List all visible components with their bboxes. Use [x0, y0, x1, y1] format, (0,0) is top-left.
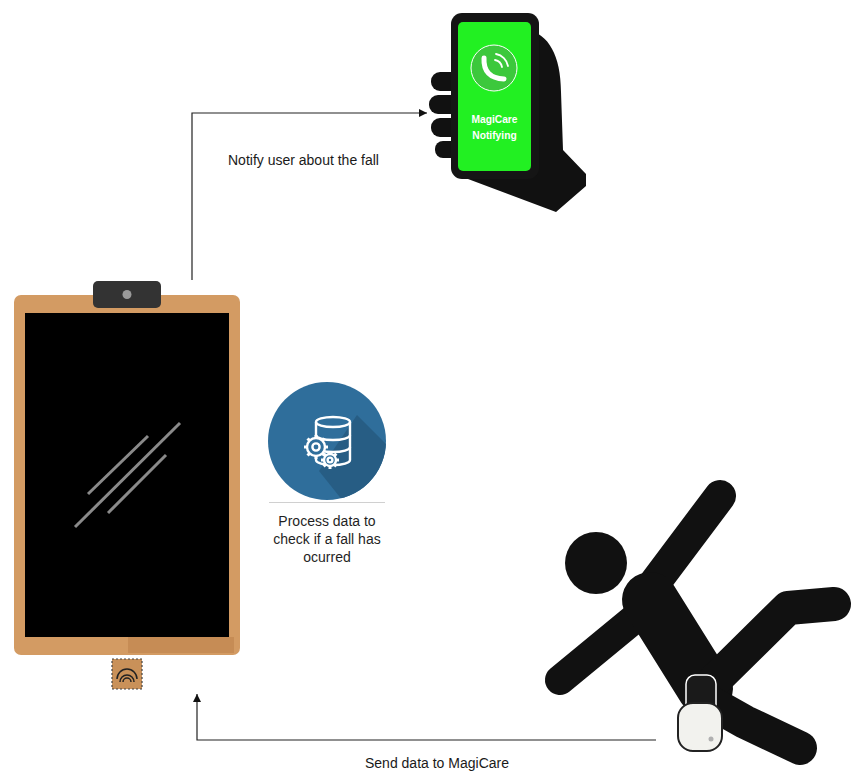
- divider-line: [269, 502, 385, 503]
- leg: [715, 604, 834, 680]
- flow-label: Send data to MagiCare: [365, 754, 509, 771]
- process-circle-shape: [255, 382, 399, 504]
- tablet-screen: [25, 313, 229, 637]
- phone-screen: [458, 22, 531, 171]
- sensor-led: [709, 737, 714, 742]
- phone: [451, 13, 539, 179]
- fingerprint-sensor: [112, 659, 142, 689]
- fingerprint-icon: [117, 669, 137, 682]
- flow-arrow: [197, 694, 656, 740]
- camera-lens: [123, 290, 132, 299]
- tablet-frame: [14, 295, 240, 655]
- signal-wave: [495, 60, 502, 67]
- phone-body: [451, 13, 539, 179]
- flow-label: Notify user about the fall: [228, 151, 379, 169]
- db-top: [316, 417, 350, 427]
- screen-glare: [75, 423, 180, 527]
- handset: [484, 58, 504, 79]
- gear-rim: [324, 454, 336, 466]
- gear-hub: [312, 443, 319, 450]
- camera: [93, 281, 161, 308]
- sensor-body: [678, 703, 722, 751]
- gear: [321, 451, 339, 469]
- call-icon: [471, 45, 517, 91]
- node-text: MagiCare Notifying: [458, 112, 531, 144]
- phone-screen-node: MagiCare Notifying: [458, 22, 531, 171]
- process-circle: Process data to check if a fall has ocur…: [255, 382, 399, 566]
- gear: [304, 435, 328, 459]
- database-gear-icon: [304, 417, 350, 469]
- long-shadow: [319, 415, 399, 504]
- tablet: [14, 281, 240, 689]
- node-text: Process data to check if a fall has ocur…: [261, 512, 393, 566]
- wearable-sensor: [678, 675, 722, 751]
- head: [565, 532, 627, 594]
- frame-shade: [128, 637, 234, 653]
- flow-arrow: [192, 113, 427, 280]
- gear-rim: [307, 438, 325, 456]
- screen-glare: [108, 455, 166, 513]
- screen-glare: [88, 436, 148, 494]
- signal-wave: [496, 54, 508, 66]
- gear-hub: [328, 458, 333, 463]
